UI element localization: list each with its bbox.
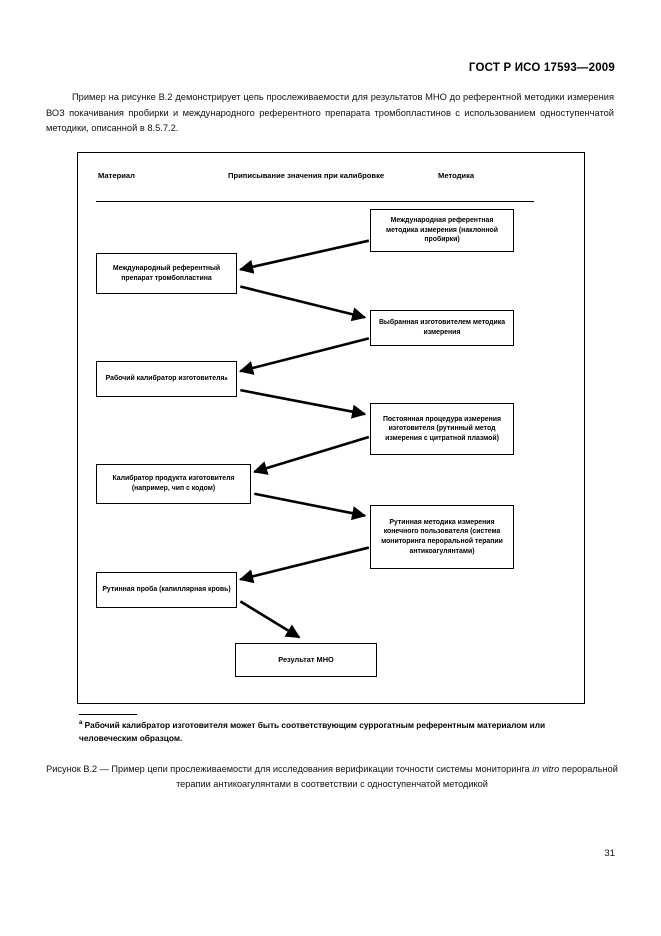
- footnote-text: Рабочий калибратор изготовителя может бы…: [79, 720, 546, 743]
- intro-text: Пример на рисунке В.2 демонстрирует цепь…: [46, 92, 614, 133]
- caption-italic: in vitro: [532, 764, 560, 774]
- page-number: 31: [604, 848, 615, 859]
- caption-suffix: пероральной терапии антикоагулянтами в с…: [176, 764, 618, 789]
- header-rule: [96, 201, 534, 202]
- arrow-perm-to-pcal: [252, 435, 370, 475]
- column-header-assignment: Приписывание значения при калибровке: [228, 171, 385, 180]
- arrow-wcal-to-perm: [240, 388, 367, 419]
- box-end-user-measurement-procedure: Рутинная методика измерения конечного по…: [370, 505, 514, 569]
- box-working-calibrator-label: Рабочий калибратор изготовителя: [105, 375, 225, 383]
- arrow-irmp-to-irp: [238, 239, 370, 274]
- box-routine-sample: Рутинная проба (капиллярная кровь): [96, 572, 237, 608]
- box-permanent-measurement-procedure: Постоянная процедура измерения изготовит…: [370, 403, 514, 455]
- arrow-samp-to-result: [239, 600, 301, 639]
- arrow-eumm-to-samp: [238, 546, 370, 584]
- intro-paragraph: Пример на рисунке В.2 демонстрирует цепь…: [46, 90, 614, 137]
- footnote-marker: а: [79, 720, 83, 727]
- column-header-material: Материал: [98, 171, 135, 180]
- caption-prefix: Рисунок В.2 — Пример цепи прослеживаемос…: [46, 764, 530, 774]
- figure-frame: Материал Приписывание значения при калиб…: [77, 152, 585, 704]
- footnote-rule: [79, 714, 137, 715]
- box-inr-result: Результат МНО: [235, 643, 377, 677]
- column-header-procedure: Методика: [438, 171, 475, 180]
- figure-caption: Рисунок В.2 — Пример цепи прослеживаемос…: [46, 762, 618, 792]
- box-international-reference-preparation: Международный референтный препарат тромб…: [96, 253, 237, 294]
- box-product-calibrator: Калибратор продукта изготовителя (наприм…: [96, 464, 251, 504]
- box-international-reference-measurement-procedure: Международная референтная методика измер…: [370, 209, 514, 252]
- standard-header: ГОСТ Р ИСО 17593—2009: [468, 62, 615, 74]
- arrow-irp-to-selm: [240, 285, 367, 322]
- arrow-pcal-to-eumm: [254, 492, 367, 521]
- box-selected-measurement-procedure: Выбранная изготовителем методика измерен…: [370, 310, 514, 346]
- figure-footnote: а Рабочий калибратор изготовителя может …: [79, 719, 579, 744]
- arrow-selm-to-wcal: [238, 337, 370, 375]
